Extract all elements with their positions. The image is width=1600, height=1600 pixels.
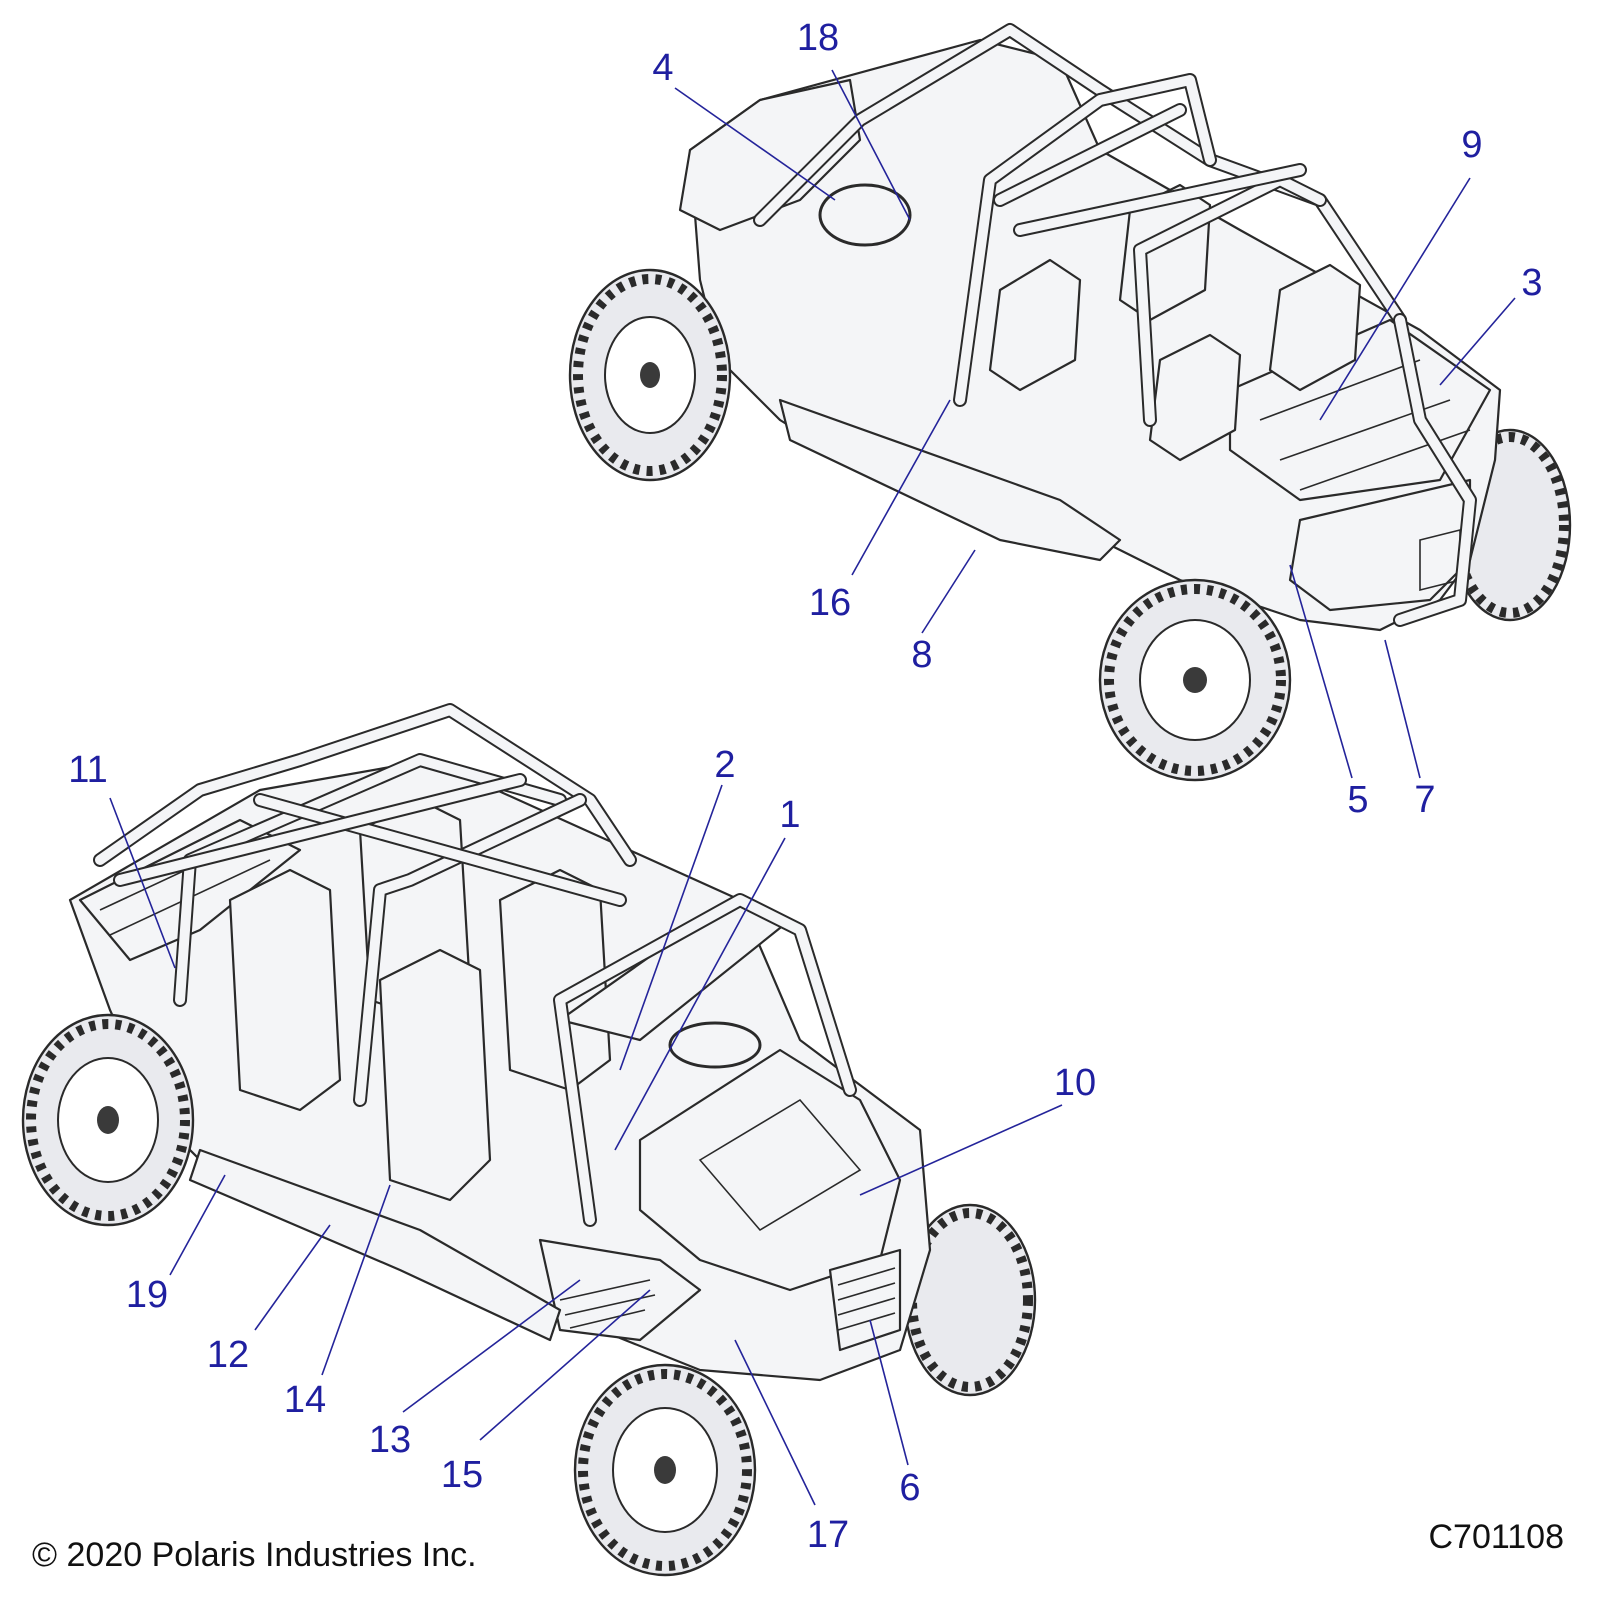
leader-4 [674, 87, 836, 201]
callout-15: 15 [440, 1454, 484, 1496]
leader-13 [402, 1279, 581, 1413]
callout-13: 13 [368, 1419, 412, 1461]
lower-roll-cage [93, 703, 857, 1227]
upper-side-sill [778, 398, 1122, 562]
leader-1 [614, 837, 786, 1151]
leader-8 [921, 549, 976, 634]
callout-6: 6 [899, 1467, 921, 1509]
callout-3: 3 [1521, 262, 1543, 304]
figure-id: C701108 [1428, 1518, 1565, 1556]
callout-7: 7 [1414, 779, 1436, 821]
upper-vehicle [568, 23, 1572, 782]
callout-8: 8 [911, 634, 933, 676]
upper-wheel-rear-left [1098, 578, 1292, 782]
lower-vehicle [21, 703, 1037, 1577]
leader-18 [831, 69, 911, 221]
upper-steering-wheel [818, 183, 912, 247]
lower-wheel-rear-left [21, 1013, 195, 1227]
callout-1: 1 [779, 794, 801, 836]
leader-9 [1319, 177, 1471, 421]
callout-4: 4 [652, 47, 674, 89]
leader-17 [734, 1339, 816, 1506]
leader-19 [169, 1174, 226, 1276]
callout-11: 11 [68, 749, 108, 791]
leader-6 [869, 1319, 909, 1466]
leader-2 [619, 784, 723, 1071]
upper-roll-cage [753, 23, 1477, 627]
lower-wheel-front-right [903, 1203, 1037, 1397]
leader-lines [109, 69, 1516, 1506]
leader-10 [859, 1104, 1063, 1196]
callout-9: 9 [1461, 124, 1483, 166]
callout-14: 14 [283, 1379, 327, 1421]
callout-5: 5 [1347, 779, 1369, 821]
callout-18: 18 [796, 17, 840, 59]
leader-3 [1439, 297, 1516, 386]
callout-16: 16 [808, 582, 852, 624]
callout-12: 12 [206, 1334, 250, 1376]
callout-2: 2 [714, 744, 736, 786]
callout-19: 19 [125, 1274, 169, 1316]
leader-15 [479, 1289, 651, 1441]
lower-side-sill [188, 1148, 562, 1342]
callout-17: 17 [806, 1514, 850, 1556]
upper-rear-bumper [1288, 478, 1472, 612]
leader-14 [321, 1184, 391, 1376]
lower-steering-wheel [668, 1021, 762, 1069]
leader-16 [851, 399, 951, 576]
leader-7 [1384, 639, 1421, 779]
callout-10: 10 [1053, 1062, 1097, 1104]
lower-seats [228, 798, 612, 1202]
leader-11 [109, 797, 176, 969]
leader-5 [1289, 564, 1353, 779]
upper-wheel-front-left [568, 268, 732, 482]
leader-12 [254, 1224, 331, 1331]
lower-front-grille [828, 1248, 902, 1352]
copyright-text: © 2020 Polaris Industries Inc. [32, 1536, 477, 1574]
lower-wheel-front-left [573, 1363, 757, 1577]
